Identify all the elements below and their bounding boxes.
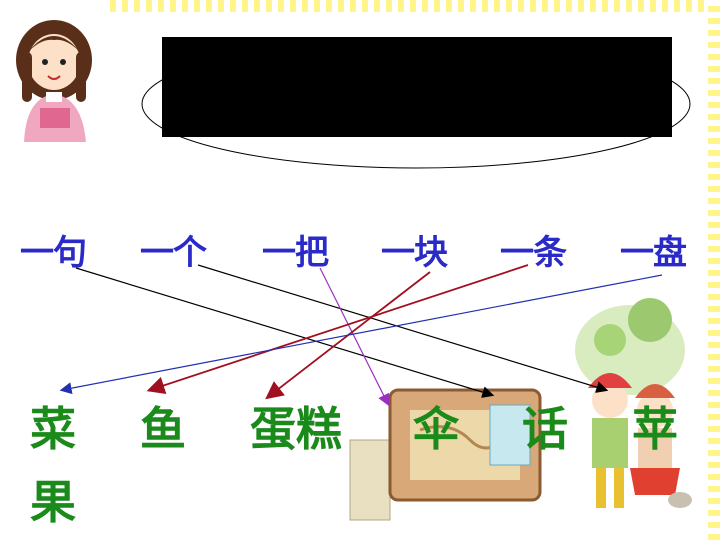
noun-cai[interactable]: 菜: [30, 402, 76, 456]
measure-word-yitiao[interactable]: 一条: [500, 233, 567, 273]
measure-word-yiju[interactable]: 一句: [20, 233, 87, 273]
noun-guo[interactable]: 果: [30, 475, 76, 529]
right-border-decoration: [708, 0, 720, 540]
measure-word-yikuai[interactable]: 一块: [381, 233, 448, 273]
line-yiba-san: [319, 267, 390, 407]
noun-yu[interactable]: 鱼: [140, 402, 186, 456]
top-border-decoration: [110, 0, 720, 12]
noun-dangao[interactable]: 蛋糕: [250, 402, 342, 456]
line-yitiao-yu: [146, 264, 529, 395]
measure-word-yipan[interactable]: 一盘: [620, 233, 687, 273]
measure-word-yiba[interactable]: 一把: [262, 233, 329, 273]
measure-word-yige[interactable]: 一个: [140, 233, 207, 273]
title-redacted-box: [162, 37, 672, 137]
line-yige-pingguo: [197, 264, 609, 393]
noun-ping[interactable]: 苹: [632, 402, 678, 456]
line-yipan-cai: [59, 274, 663, 395]
girl-reading-icon: [16, 20, 92, 142]
noun-san[interactable]: 伞: [413, 402, 459, 456]
noun-hua[interactable]: 话: [522, 402, 568, 456]
treasure-map-scene-icon: [349, 298, 692, 521]
line-yiju-hua: [75, 267, 495, 398]
